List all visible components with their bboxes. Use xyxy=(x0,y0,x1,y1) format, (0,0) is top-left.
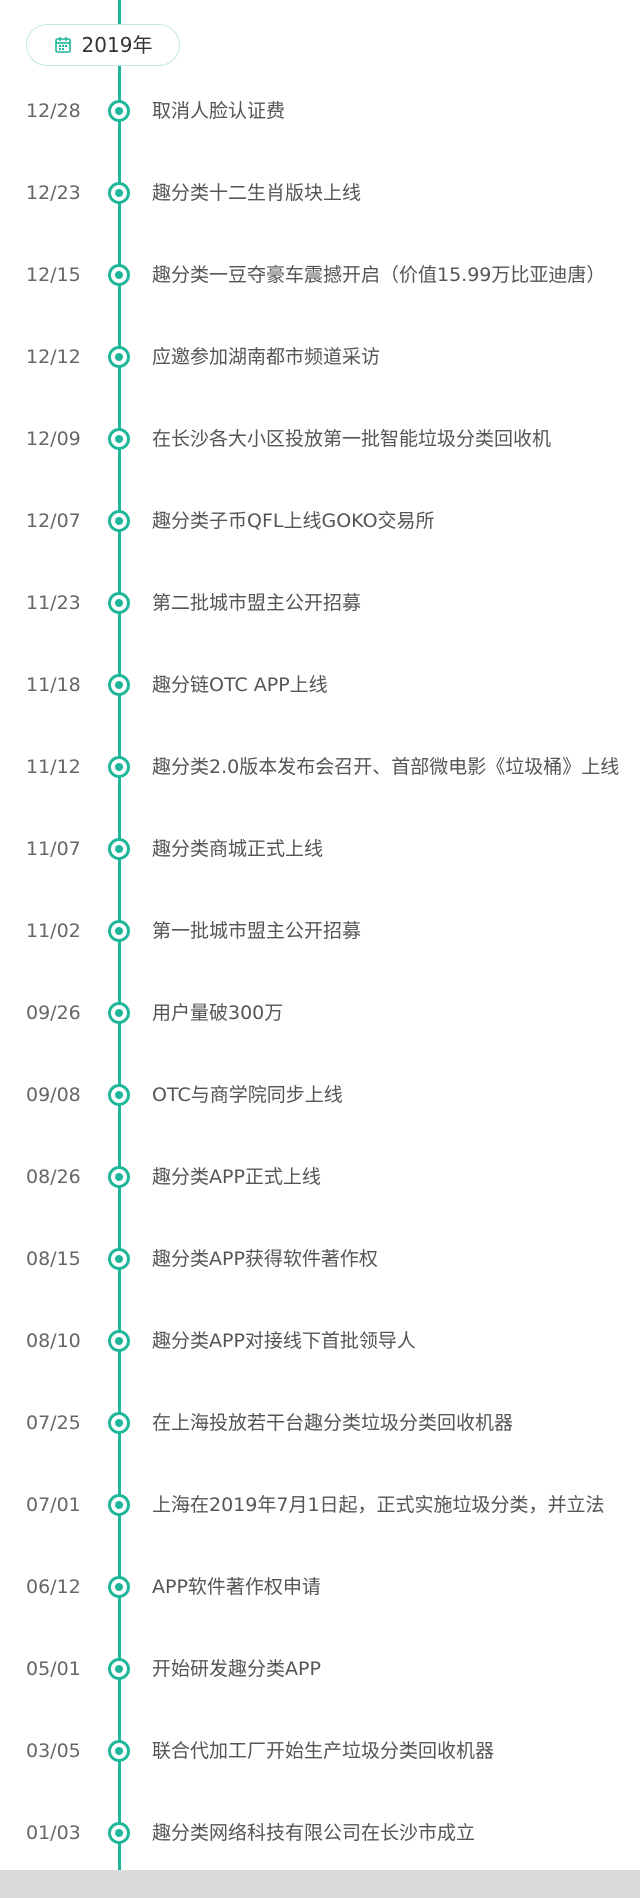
timeline-node-icon xyxy=(108,838,130,860)
event-text: 趣分类子币QFL上线GOKO交易所 xyxy=(152,510,435,532)
event-text: 上海在2019年7月1日起，正式实施垃圾分类，并立法 xyxy=(152,1494,605,1516)
timeline-node-icon xyxy=(108,920,130,942)
event-text: 趣分链OTC APP上线 xyxy=(152,674,328,696)
event-text: 在上海投放若干台趣分类垃圾分类回收机器 xyxy=(152,1412,514,1434)
timeline-event-7: 11/23 第二批城市盟主公开招募 xyxy=(0,587,640,619)
event-date: 12/12 xyxy=(26,346,81,368)
timeline-node-icon xyxy=(108,510,130,532)
timeline-node-icon xyxy=(108,1658,130,1680)
event-date: 07/01 xyxy=(26,1494,81,1516)
event-text: 趣分类2.0版本发布会召开、首部微电影《垃圾桶》上线 xyxy=(152,756,620,778)
timeline-node-icon xyxy=(108,346,130,368)
event-text: 用户量破300万 xyxy=(152,1002,284,1024)
event-text: 第二批城市盟主公开招募 xyxy=(152,592,362,614)
timeline-event-9: 11/12 趣分类2.0版本发布会召开、首部微电影《垃圾桶》上线 xyxy=(0,751,640,783)
event-date: 06/12 xyxy=(26,1576,81,1598)
event-date: 01/03 xyxy=(26,1822,81,1844)
timeline-node-icon xyxy=(108,1822,130,1844)
event-date: 11/12 xyxy=(26,756,81,778)
timeline-node-icon xyxy=(108,674,130,696)
timeline-event-19: 06/12 APP软件著作权申请 xyxy=(0,1571,640,1603)
timeline-event-16: 08/10 趣分类APP对接线下首批领导人 xyxy=(0,1325,640,1357)
timeline-event-15: 08/15 趣分类APP获得软件著作权 xyxy=(0,1243,640,1275)
timeline-event-20: 05/01 开始研发趣分类APP xyxy=(0,1653,640,1685)
timeline-event-11: 11/02 第一批城市盟主公开招募 xyxy=(0,915,640,947)
event-text: 趣分类APP对接线下首批领导人 xyxy=(152,1330,416,1352)
event-date: 11/02 xyxy=(26,920,81,942)
timeline-node-icon xyxy=(108,182,130,204)
event-date: 12/15 xyxy=(26,264,81,286)
timeline-event-8: 11/18 趣分链OTC APP上线 xyxy=(0,669,640,701)
timeline-event-5: 12/09 在长沙各大小区投放第一批智能垃圾分类回收机 xyxy=(0,423,640,455)
timeline-node-icon xyxy=(108,428,130,450)
year-label: 2019年 xyxy=(81,33,153,57)
event-text: 联合代加工厂开始生产垃圾分类回收机器 xyxy=(152,1740,495,1762)
event-text: APP软件著作权申请 xyxy=(152,1576,321,1598)
event-date: 09/26 xyxy=(26,1002,81,1024)
event-date: 11/07 xyxy=(26,838,81,860)
event-text: 趣分类十二生肖版块上线 xyxy=(152,182,362,204)
event-text: 取消人脸认证费 xyxy=(152,100,286,122)
event-date: 08/10 xyxy=(26,1330,81,1352)
timeline-event-10: 11/07 趣分类商城正式上线 xyxy=(0,833,640,865)
event-text: 趣分类APP获得软件著作权 xyxy=(152,1248,378,1270)
event-date: 03/05 xyxy=(26,1740,81,1762)
event-date: 05/01 xyxy=(26,1658,81,1680)
event-text: 趣分类APP正式上线 xyxy=(152,1166,321,1188)
calendar-icon xyxy=(54,36,71,53)
event-text: OTC与商学院同步上线 xyxy=(152,1084,343,1106)
event-text: 趣分类商城正式上线 xyxy=(152,838,324,860)
timeline-node-icon xyxy=(108,1412,130,1434)
event-date: 12/07 xyxy=(26,510,81,532)
year-badge[interactable]: 2019年 xyxy=(26,24,180,66)
timeline-node-icon xyxy=(108,1166,130,1188)
event-date: 09/08 xyxy=(26,1084,81,1106)
timeline-event-2: 12/23 趣分类十二生肖版块上线 xyxy=(0,177,640,209)
event-text: 趣分类网络科技有限公司在长沙市成立 xyxy=(152,1822,476,1844)
timeline-node-icon xyxy=(108,592,130,614)
timeline-node-icon xyxy=(108,1494,130,1516)
event-date: 08/15 xyxy=(26,1248,81,1270)
timeline-event-3: 12/15 趣分类一豆夺豪车震撼开启（价值15.99万比亚迪唐） xyxy=(0,259,640,291)
timeline-node-icon xyxy=(108,756,130,778)
event-date: 12/09 xyxy=(26,428,81,450)
timeline-event-13: 09/08 OTC与商学院同步上线 xyxy=(0,1079,640,1111)
timeline-event-12: 09/26 用户量破300万 xyxy=(0,997,640,1029)
timeline-node-icon xyxy=(108,1576,130,1598)
event-text: 应邀参加湖南都市频道采访 xyxy=(152,346,381,368)
timeline-node-icon xyxy=(108,264,130,286)
bottom-bar xyxy=(0,1870,640,1898)
timeline-event-22: 01/03 趣分类网络科技有限公司在长沙市成立 xyxy=(0,1817,640,1849)
timeline-node-icon xyxy=(108,1740,130,1762)
timeline-node-icon xyxy=(108,100,130,122)
event-date: 11/18 xyxy=(26,674,81,696)
event-date: 12/28 xyxy=(26,100,81,122)
timeline-event-14: 08/26 趣分类APP正式上线 xyxy=(0,1161,640,1193)
event-text: 开始研发趣分类APP xyxy=(152,1658,321,1680)
event-text: 趣分类一豆夺豪车震撼开启（价值15.99万比亚迪唐） xyxy=(152,264,606,286)
event-date: 11/23 xyxy=(26,592,81,614)
timeline-event-4: 12/12 应邀参加湖南都市频道采访 xyxy=(0,341,640,373)
timeline-event-21: 03/05 联合代加工厂开始生产垃圾分类回收机器 xyxy=(0,1735,640,1767)
timeline-event-1: 12/28 取消人脸认证费 xyxy=(0,95,640,127)
event-date: 08/26 xyxy=(26,1166,81,1188)
event-date: 12/23 xyxy=(26,182,81,204)
timeline-node-icon xyxy=(108,1330,130,1352)
timeline-node-icon xyxy=(108,1084,130,1106)
timeline-node-icon xyxy=(108,1002,130,1024)
timeline-event-17: 07/25 在上海投放若干台趣分类垃圾分类回收机器 xyxy=(0,1407,640,1439)
timeline-node-icon xyxy=(108,1248,130,1270)
event-date: 07/25 xyxy=(26,1412,81,1434)
timeline-event-18: 07/01 上海在2019年7月1日起，正式实施垃圾分类，并立法 xyxy=(0,1489,640,1521)
event-text: 第一批城市盟主公开招募 xyxy=(152,920,362,942)
event-text: 在长沙各大小区投放第一批智能垃圾分类回收机 xyxy=(152,428,552,450)
timeline-event-6: 12/07 趣分类子币QFL上线GOKO交易所 xyxy=(0,505,640,537)
